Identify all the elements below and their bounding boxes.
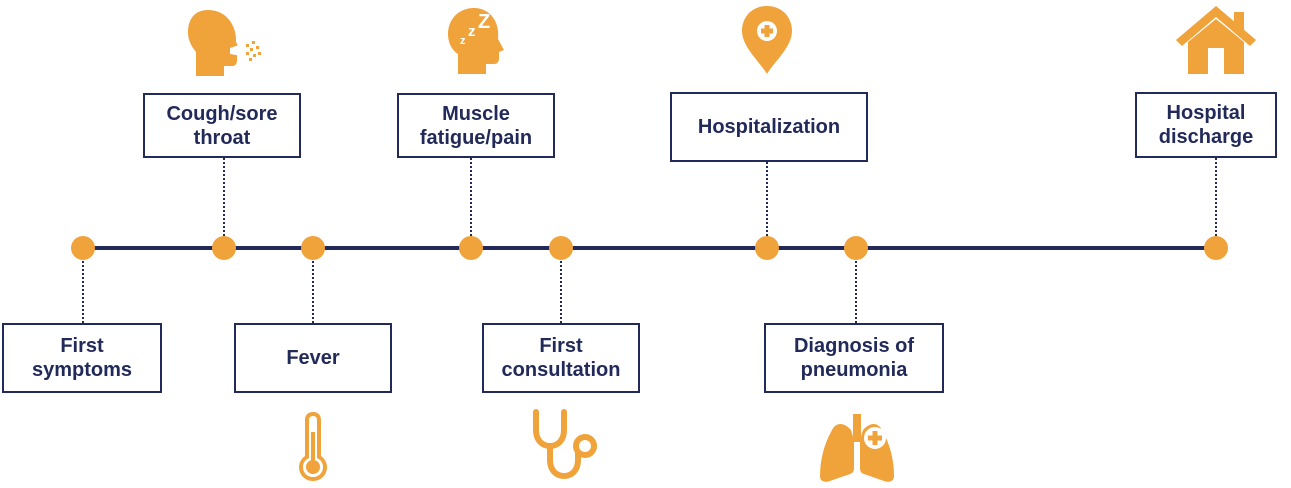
event-box-fever: Fever xyxy=(234,323,392,393)
timeline-node-muscle xyxy=(459,236,483,260)
event-label-line1: Cough/sore xyxy=(166,102,278,125)
event-label-line2: throat xyxy=(193,126,251,149)
event-label-line2: discharge xyxy=(1158,126,1254,148)
timeline-node-discharge xyxy=(1204,236,1228,260)
timeline-node-cough xyxy=(212,236,236,260)
location-pin-cross-icon xyxy=(742,6,792,74)
event-label-line1: Hospital xyxy=(1166,102,1246,124)
timeline-axis xyxy=(83,246,1216,250)
thermometer-icon xyxy=(299,412,327,481)
connector-discharge xyxy=(1215,158,1217,236)
house-icon xyxy=(1176,6,1256,74)
connector-first-symptoms xyxy=(82,261,84,323)
event-label-line2: symptoms xyxy=(31,359,133,381)
event-label-line2: consultation xyxy=(501,359,621,381)
connector-first-consultation xyxy=(560,261,562,323)
connector-hospitalization xyxy=(766,162,768,236)
event-label-line2: pneumonia xyxy=(800,359,908,381)
event-label-line1: First xyxy=(539,335,583,357)
connector-cough xyxy=(223,158,225,236)
timeline-node-first-consultation xyxy=(549,236,573,260)
event-label-line1: First xyxy=(60,335,104,357)
timeline-node-hospitalization xyxy=(755,236,779,260)
svg-text:z: z xyxy=(468,23,476,40)
connector-diagnosis xyxy=(855,261,857,323)
stethoscope-icon xyxy=(533,409,597,480)
event-label-line1: Fever xyxy=(286,347,340,369)
timeline-node-diagnosis xyxy=(844,236,868,260)
sleeping-head-icon: z z Z xyxy=(448,8,504,74)
connector-fever xyxy=(312,261,314,323)
event-box-hospitalization: Hospitalization xyxy=(670,92,868,162)
event-label-line2: fatigue/pain xyxy=(419,126,533,149)
coughing-head-icon xyxy=(188,10,261,76)
event-label-line1: Muscle xyxy=(442,102,510,125)
connector-muscle xyxy=(470,158,472,236)
event-label-line1: Diagnosis of xyxy=(793,335,914,357)
svg-text:z: z xyxy=(460,35,466,47)
event-label-line1: Hospitalization xyxy=(697,116,841,138)
svg-text:Z: Z xyxy=(478,11,490,33)
timeline-node-first-symptoms xyxy=(71,236,95,260)
lungs-icon xyxy=(820,414,894,482)
timeline-node-fever xyxy=(301,236,325,260)
